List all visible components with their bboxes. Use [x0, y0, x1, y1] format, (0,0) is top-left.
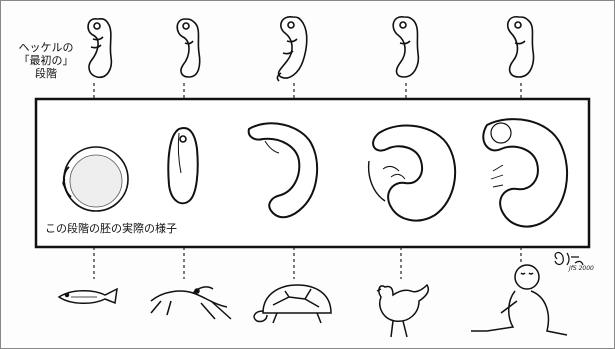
haeckel-embryos	[88, 17, 533, 81]
haeckel-label-line1: ヘッケルの	[7, 41, 85, 54]
actual-embryos-caption: この段階の胚の実際の様子	[45, 222, 177, 235]
haeckel-embryo-5	[508, 17, 534, 77]
actual-embryo-fish	[63, 147, 128, 211]
haeckel-embryo-3	[277, 17, 306, 81]
turtle-icon	[254, 285, 331, 323]
chicken-icon	[377, 285, 428, 337]
haeckel-embryo-1	[88, 19, 111, 77]
artist-signature	[555, 253, 583, 265]
signature-text: JfS 2000	[569, 265, 594, 272]
haeckel-first-stage-label: ヘッケルの 「最初の」 段階	[7, 41, 85, 80]
haeckel-embryo-4	[393, 17, 418, 77]
frog-icon	[151, 287, 231, 319]
fish-icon	[59, 289, 117, 303]
adult-animals	[59, 265, 567, 337]
top-connectors	[94, 83, 521, 99]
haeckel-embryo-2	[177, 19, 199, 77]
human-baby-icon	[471, 265, 567, 335]
haeckel-label-line2: 「最初の」	[7, 54, 85, 67]
bottom-connectors	[94, 247, 521, 279]
haeckel-label-line3: 段階	[7, 67, 85, 80]
